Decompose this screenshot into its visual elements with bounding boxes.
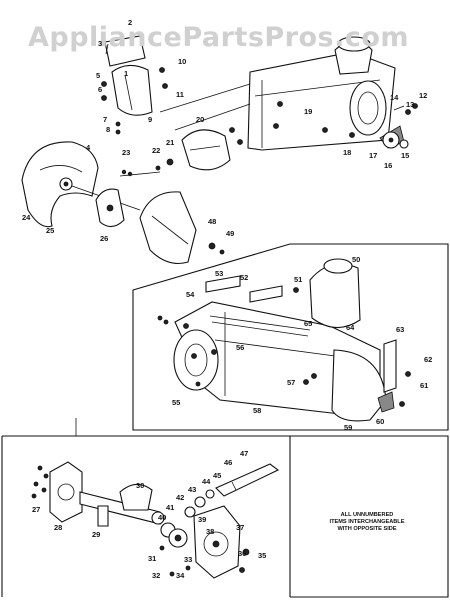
part-label: 10 xyxy=(178,57,186,66)
part-label: 34 xyxy=(176,571,185,580)
part-label: 38 xyxy=(206,527,214,536)
part-label: 15 xyxy=(401,151,409,160)
part-label: 33 xyxy=(184,555,192,564)
part-label: 49 xyxy=(226,229,234,238)
part-label: 56 xyxy=(236,343,244,352)
part-label: 60 xyxy=(376,417,384,426)
part-label: 65 xyxy=(304,319,312,328)
part-label: 13 xyxy=(406,100,414,109)
part-label: 46 xyxy=(224,458,232,467)
part-label: 28 xyxy=(54,523,62,532)
part-label: 7 xyxy=(103,115,107,124)
part-label: 45 xyxy=(213,471,221,480)
part-label: 63 xyxy=(396,325,404,334)
part-label: 30 xyxy=(136,481,144,490)
part-label: 52 xyxy=(240,273,248,282)
part-label: 61 xyxy=(420,381,428,390)
part-label: 47 xyxy=(240,449,248,458)
part-label: 37 xyxy=(236,523,244,532)
part-label: 25 xyxy=(46,226,54,235)
bracket-assembly xyxy=(101,35,168,135)
part-label: 4 xyxy=(86,143,91,152)
part-label: 55 xyxy=(172,398,180,407)
part-label: 32 xyxy=(152,571,160,580)
part-label: 58 xyxy=(253,406,261,415)
part-label: 57 xyxy=(287,378,295,387)
part-label: 22 xyxy=(152,146,160,155)
part-label: 26 xyxy=(100,234,108,243)
part-label: 41 xyxy=(166,503,174,512)
part-label: 6 xyxy=(98,85,102,94)
part-label: 53 xyxy=(215,269,223,278)
part-label: 31 xyxy=(148,554,156,563)
part-label: 3 xyxy=(98,39,102,48)
note-line-1: ALL UNNUMBERED xyxy=(341,512,394,518)
part-number-labels: 1 2 3 4 5 6 7 8 9 10 11 12 13 14 15 16 1… xyxy=(22,18,432,580)
middle-frame xyxy=(132,243,449,431)
part-label: 16 xyxy=(384,161,392,170)
watermark-text: AppliancePartsPros.com xyxy=(28,22,409,53)
note-line-2: ITEMS INTERCHANGEABLE xyxy=(330,519,405,525)
part-label: 23 xyxy=(122,148,130,157)
note-line-3: WITH OPPOSITE SIDE xyxy=(337,526,396,532)
part-label: 18 xyxy=(343,148,351,157)
part-label: 17 xyxy=(369,151,377,160)
part-label: 64 xyxy=(346,323,355,332)
part-label: 24 xyxy=(22,213,31,222)
part-label: 1 xyxy=(124,69,128,78)
part-label: 42 xyxy=(176,493,184,502)
note-frame xyxy=(290,435,449,598)
part-label: 29 xyxy=(92,530,100,539)
part-label: 21 xyxy=(166,138,174,147)
part-label: 2 xyxy=(128,18,132,27)
impeller-housing-assembly xyxy=(157,258,411,422)
auger-housing-assembly xyxy=(159,36,418,151)
part-label: 62 xyxy=(424,355,432,364)
bottom-frame xyxy=(1,418,291,597)
gearbox-assembly xyxy=(31,461,280,579)
part-label: 51 xyxy=(294,275,302,284)
part-label: 5 xyxy=(96,71,100,80)
part-label: 14 xyxy=(390,93,399,102)
part-label: 8 xyxy=(106,125,110,134)
part-label: 12 xyxy=(419,91,427,100)
part-label: 40 xyxy=(158,513,166,522)
part-label: 48 xyxy=(208,217,216,226)
part-label: 20 xyxy=(196,115,204,124)
part-label: 19 xyxy=(304,107,312,116)
interchangeable-note: ALL UNNUMBERED ITEMS INTERCHANGEABLE WIT… xyxy=(330,512,405,532)
part-label: 50 xyxy=(352,255,360,264)
part-label: 39 xyxy=(198,515,206,524)
auger-blade-assembly xyxy=(21,127,243,265)
part-label: 35 xyxy=(258,551,266,560)
part-label: 27 xyxy=(32,505,40,514)
part-label: 11 xyxy=(176,90,184,99)
part-label: 43 xyxy=(188,485,196,494)
part-label: 44 xyxy=(202,477,211,486)
part-label: 9 xyxy=(148,115,152,124)
part-label: 54 xyxy=(186,290,195,299)
part-label: 59 xyxy=(344,423,352,432)
part-label: 36 xyxy=(238,549,246,558)
